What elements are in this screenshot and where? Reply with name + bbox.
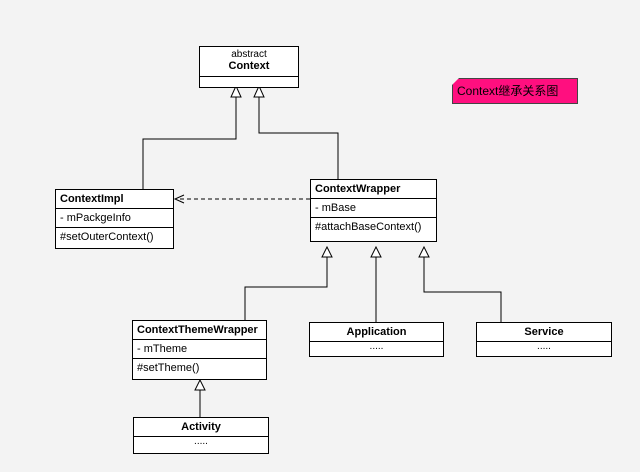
class-activity[interactable]: Activity ..... bbox=[133, 417, 269, 454]
class-service[interactable]: Service ..... bbox=[476, 322, 612, 357]
inheritance-arrowhead bbox=[230, 84, 242, 98]
class-name: ContextImpl bbox=[56, 190, 173, 209]
note-text: Context继承关系图 bbox=[457, 84, 559, 98]
inheritance-arrowhead bbox=[370, 245, 382, 258]
inheritance-line-themewrapper-wrapper bbox=[244, 257, 328, 320]
inheritance-line-contextwrapper-context bbox=[258, 97, 339, 180]
note-fold-corner bbox=[452, 78, 459, 85]
class-attributes: - mPackgeInfo bbox=[56, 209, 173, 228]
class-body: ..... bbox=[537, 341, 551, 352]
class-application[interactable]: Application ..... bbox=[309, 322, 444, 357]
class-contextimpl[interactable]: ContextImpl - mPackgeInfo #setOuterConte… bbox=[55, 189, 174, 249]
class-contextthemewrapper[interactable]: ContextThemeWrapper - mTheme #setTheme() bbox=[132, 320, 267, 380]
inheritance-line-contextimpl-context bbox=[142, 97, 237, 190]
class-operations: #setOuterContext() bbox=[60, 231, 154, 243]
class-attributes: - mTheme bbox=[133, 340, 266, 359]
class-context[interactable]: abstract Context bbox=[199, 46, 299, 88]
class-contextwrapper[interactable]: ContextWrapper - mBase #attachBaseContex… bbox=[310, 179, 437, 242]
class-name: Context bbox=[228, 60, 270, 72]
stereotype-label: abstract bbox=[231, 49, 267, 60]
class-operations: #setTheme() bbox=[137, 362, 200, 374]
inheritance-arrowhead bbox=[253, 84, 265, 98]
inheritance-line-service-wrapper bbox=[423, 257, 502, 322]
class-name: Activity bbox=[134, 418, 268, 437]
inheritance-arrowhead bbox=[194, 378, 206, 391]
inheritance-arrowhead bbox=[418, 245, 430, 258]
class-empty-section bbox=[200, 77, 298, 81]
inheritance-arrowhead bbox=[321, 245, 333, 258]
class-name: ContextThemeWrapper bbox=[133, 321, 266, 340]
class-name: Service bbox=[477, 323, 611, 342]
class-name: Application bbox=[310, 323, 443, 342]
class-name: ContextWrapper bbox=[311, 180, 436, 199]
class-header: abstract Context bbox=[200, 47, 298, 77]
dependency-arrowhead bbox=[173, 194, 185, 204]
class-body: ..... bbox=[369, 341, 384, 352]
class-attributes: - mBase bbox=[311, 199, 436, 218]
diagram-title-note: Context继承关系图 bbox=[452, 78, 578, 104]
class-body: ..... bbox=[194, 436, 208, 447]
class-operations: #attachBaseContext() bbox=[315, 221, 422, 233]
